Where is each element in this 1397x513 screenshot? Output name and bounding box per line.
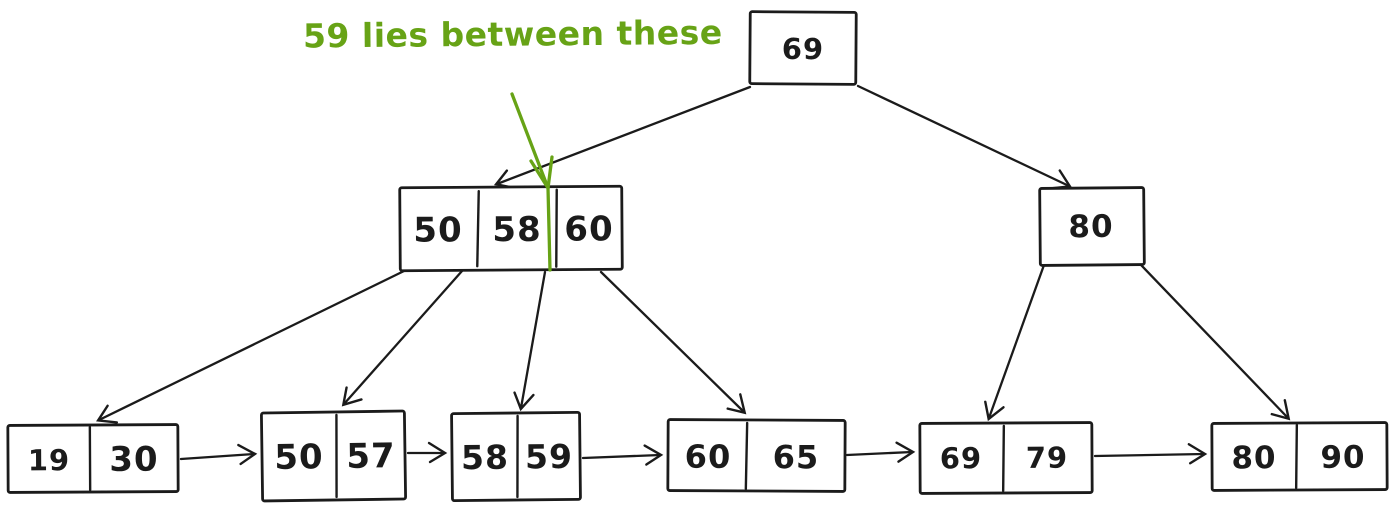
leaf1-box xyxy=(6,423,180,494)
internal-right-box xyxy=(1038,186,1146,267)
leaf2-key-2: 57 xyxy=(346,436,396,477)
internal-left-key-1: 50 xyxy=(413,210,463,250)
leaf-node-2: 50 57 xyxy=(260,409,407,503)
leaf-node-6: 80 90 xyxy=(1210,421,1389,492)
leaf5-box xyxy=(918,421,1094,495)
leaf2-box xyxy=(260,409,407,503)
leaf3-box xyxy=(450,410,582,503)
annotation-pointer-line xyxy=(510,92,550,190)
edge-internal-right-to-leaf6 xyxy=(1139,263,1291,421)
leaf6-box xyxy=(1210,421,1389,492)
leaf6-divider xyxy=(1294,423,1299,490)
leaf-node-4: 60 65 xyxy=(666,418,847,493)
root-key: 69 xyxy=(782,32,825,66)
leaf3-key-2: 59 xyxy=(525,437,573,476)
edge-internal-left-to-leaf1 xyxy=(96,269,406,424)
internal-left-key-2: 58 xyxy=(492,210,542,250)
root-node-box xyxy=(748,10,858,86)
internal-left-key-3: 60 xyxy=(564,209,614,249)
leaf5-divider xyxy=(1001,424,1006,493)
leaf1-key-1: 19 xyxy=(28,443,71,477)
internal-right-key: 80 xyxy=(1068,209,1113,245)
annotation-group: 59 lies between these xyxy=(303,13,723,272)
leaf1-key-2: 30 xyxy=(109,440,159,480)
leaf2-divider xyxy=(335,413,338,499)
internal-node-left: 50 58 60 xyxy=(398,184,624,273)
annotation-label: 59 lies between these xyxy=(303,13,723,56)
leaf4-divider xyxy=(744,421,749,491)
edge-leaf5-to-leaf6 xyxy=(1093,443,1208,465)
leaf4-key-2: 65 xyxy=(773,438,820,476)
edge-internal-left-to-leaf3 xyxy=(513,270,547,412)
edge-internal-right-to-leaf5 xyxy=(984,263,1046,422)
internal-left-box xyxy=(398,184,624,273)
tree-edges xyxy=(96,84,1291,466)
leaf3-key-1: 58 xyxy=(461,438,509,477)
leaf3-divider xyxy=(516,414,519,499)
leaf6-key-2: 90 xyxy=(1320,440,1365,476)
annotation-pointer-tail xyxy=(546,186,552,272)
edge-internal-left-to-leaf4 xyxy=(599,270,747,415)
leaf5-key-1: 69 xyxy=(940,441,983,475)
leaf-node-3: 58 59 xyxy=(450,410,582,503)
leaf4-key-1: 60 xyxy=(685,438,732,476)
edge-leaf1-to-leaf2 xyxy=(179,443,258,466)
edge-leaf3-to-leaf4 xyxy=(581,444,664,466)
leaf-node-1: 19 30 xyxy=(6,423,180,494)
leaf2-key-1: 50 xyxy=(274,437,324,478)
internal-node-right: 80 xyxy=(1038,186,1146,267)
internal-left-divider-1 xyxy=(476,190,480,268)
leaf-node-5: 69 79 xyxy=(918,421,1094,495)
root-node: 69 xyxy=(748,10,858,86)
leaf6-key-1: 80 xyxy=(1231,440,1276,476)
leaf4-box xyxy=(666,418,847,493)
edge-leaf4-to-leaf5 xyxy=(845,441,916,463)
edge-root-to-internal-right xyxy=(856,84,1072,190)
leaf5-key-2: 79 xyxy=(1026,441,1069,475)
edge-internal-left-to-leaf2 xyxy=(341,269,464,407)
internal-left-divider-2 xyxy=(555,188,558,268)
